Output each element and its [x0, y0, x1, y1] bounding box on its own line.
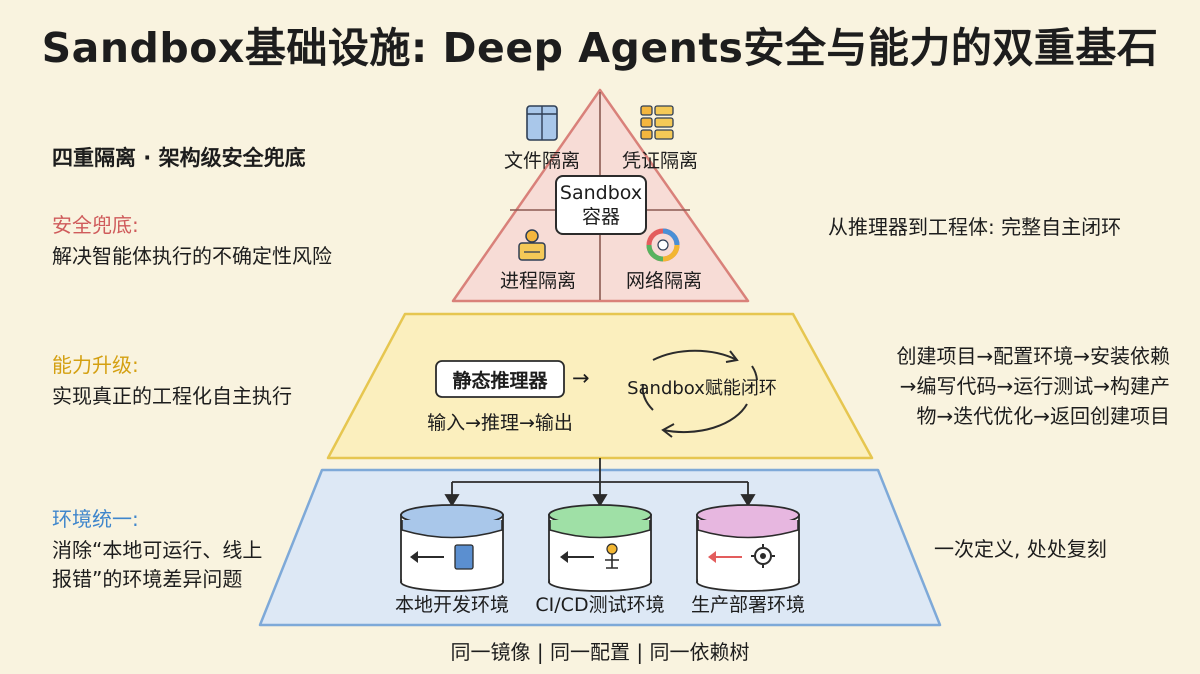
credential-isolation-label: 凭证隔离 [621, 150, 698, 172]
env-prod-label: 生产部署环境 [690, 594, 805, 616]
middle-tier-trapezoid [326, 312, 874, 460]
file-isolation-label: 文件隔离 [503, 150, 580, 172]
sandbox-loop-label: Sandbox赋能闭环 [627, 378, 777, 399]
static-reasoner-label: 静态推理器 [452, 370, 548, 392]
cycle-arrows-icon [641, 349, 758, 438]
environment-label: 环境统一: [52, 507, 139, 531]
reasoner-to-loop-arrow: → [572, 366, 590, 390]
process-isolation-label: 进程隔离 [499, 270, 576, 292]
sandbox-container-line1: Sandbox [559, 182, 643, 204]
capability-desc: 实现真正的工程化自主执行 [52, 384, 292, 408]
top-tier-right-text: 从推理器到工程体: 完整自主闭环 [828, 215, 1122, 239]
security-desc: 解决智能体执行的不确定性风险 [52, 244, 332, 268]
middle-right-line2: →编写代码→运行测试→构建产 [899, 374, 1170, 398]
static-flow-text: 输入→推理→输出 [427, 412, 573, 434]
cylinder-local [400, 504, 504, 592]
middle-right-line3: 物→迭代优化→返回创建项目 [916, 404, 1170, 428]
credential-icon [640, 105, 674, 140]
static-reasoner-box [435, 360, 565, 398]
network-icon [646, 228, 680, 262]
process-icon [518, 229, 546, 261]
environment-desc-line2: 报错”的环境差异问题 [52, 567, 243, 591]
network-isolation-label: 网络隔离 [625, 270, 702, 292]
bottom-footer-text: 同一镜像 | 同一配置 | 同一依赖树 [450, 640, 750, 664]
capability-label: 能力升级: [52, 353, 139, 377]
cylinder-prod [696, 504, 800, 592]
env-cicd-label: CI/CD测试环境 [535, 594, 665, 616]
env-local-label: 本地开发环境 [394, 594, 509, 616]
sandbox-container-line2: 容器 [581, 206, 620, 228]
distribution-arrows [444, 458, 756, 507]
bottom-tier-right-text: 一次定义, 处处复刻 [934, 537, 1107, 561]
page-title: Sandbox基础设施: Deep Agents安全与能力的双重基石 [41, 24, 1159, 72]
file-icon [526, 105, 558, 141]
middle-right-line1: 创建项目→配置环境→安装依赖 [896, 344, 1170, 368]
security-label: 安全兜底: [52, 213, 139, 237]
isolation-header: 四重隔离 · 架构级安全兜底 [52, 146, 306, 170]
environment-desc-line1: 消除“本地可运行、线上 [52, 538, 263, 562]
sandbox-container-box [555, 175, 647, 235]
cylinder-cicd [548, 504, 652, 592]
sandbox-container-label: Sandbox 容器 [556, 181, 646, 229]
